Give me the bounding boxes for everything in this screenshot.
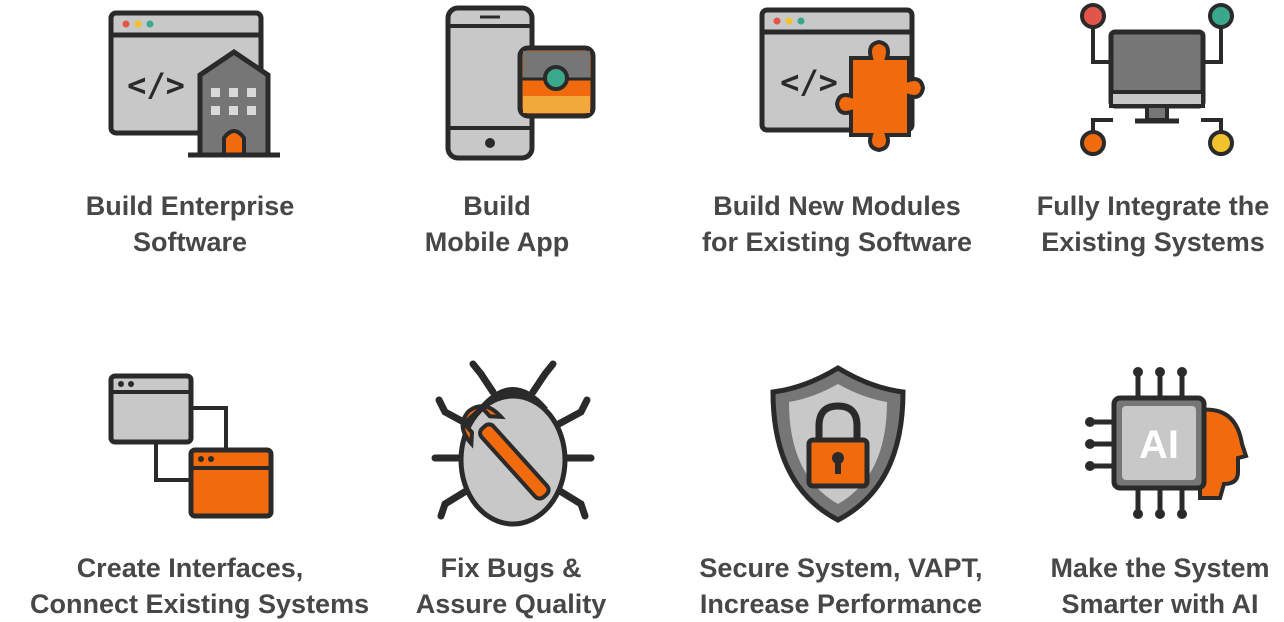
caption-line-2: for Existing Software (701, 227, 973, 257)
caption-line-2: Mobile App (424, 227, 570, 257)
service-caption: Secure System, VAPT, Increase Performanc… (681, 550, 1001, 622)
service-tile-ai: AI Make the System Smarter with AI (1000, 360, 1284, 619)
service-caption: Make the System Smarter with AI (1000, 550, 1284, 622)
service-tile-mobile: Build Mobile App (337, 0, 657, 257)
enterprise-software-icon: </> (108, 10, 280, 158)
caption-line-1: Fix Bugs & (440, 553, 582, 583)
caption-line-2: Software (132, 227, 248, 257)
caption-line-2: Smarter with AI (1061, 589, 1259, 619)
service-tile-modules: </> Build New Modules for Existing Softw… (677, 0, 997, 257)
caption-line-1: Create Interfaces, (76, 553, 304, 583)
network-monitor-icon (1080, 3, 1234, 156)
caption-line-2: Increase Performance (699, 589, 983, 619)
service-caption: Build Enterprise Software (30, 188, 350, 260)
chip-label: AI (1139, 423, 1179, 467)
caption-line-1: Build (463, 191, 531, 221)
ai-chip-icon: AI (1085, 367, 1249, 519)
service-tile-integrate: Fully Integrate the Existing Systems (993, 0, 1284, 257)
caption-line-2: Existing Systems (1041, 227, 1265, 257)
service-tile-secure: Secure System, VAPT, Increase Performanc… (681, 360, 1001, 619)
caption-line-1: Fully Integrate the (1036, 191, 1270, 221)
caption-line-1: Secure System, VAPT, (699, 553, 983, 583)
connected-windows-icon (108, 373, 274, 519)
svg-text:</>: </> (127, 66, 185, 104)
service-tile-enterprise: </> Build Enterprise Software (30, 0, 350, 257)
caption-line-1: Build Enterprise (85, 191, 295, 221)
service-caption: Fully Integrate the Existing Systems (993, 188, 1284, 260)
caption-line-2: Connect Existing Systems (30, 589, 370, 619)
service-tile-interfaces: Create Interfaces, Connect Existing Syst… (30, 360, 369, 619)
service-tile-bugs: Fix Bugs & Assure Quality (351, 360, 671, 619)
puzzle-module-icon: </> (759, 7, 926, 153)
svg-text:</>: </> (780, 63, 838, 101)
bug-wrench-icon (431, 360, 595, 527)
caption-line-1: Build New Modules (713, 191, 961, 221)
service-caption: Create Interfaces, Connect Existing Syst… (30, 550, 370, 622)
service-caption: Build Mobile App (337, 188, 657, 260)
caption-line-1: Make the System (1050, 553, 1270, 583)
service-caption: Build New Modules for Existing Software (677, 188, 997, 260)
service-caption: Fix Bugs & Assure Quality (351, 550, 671, 622)
caption-line-2: Assure Quality (415, 589, 607, 619)
shield-lock-icon (770, 365, 906, 523)
mobile-app-icon (445, 5, 596, 161)
